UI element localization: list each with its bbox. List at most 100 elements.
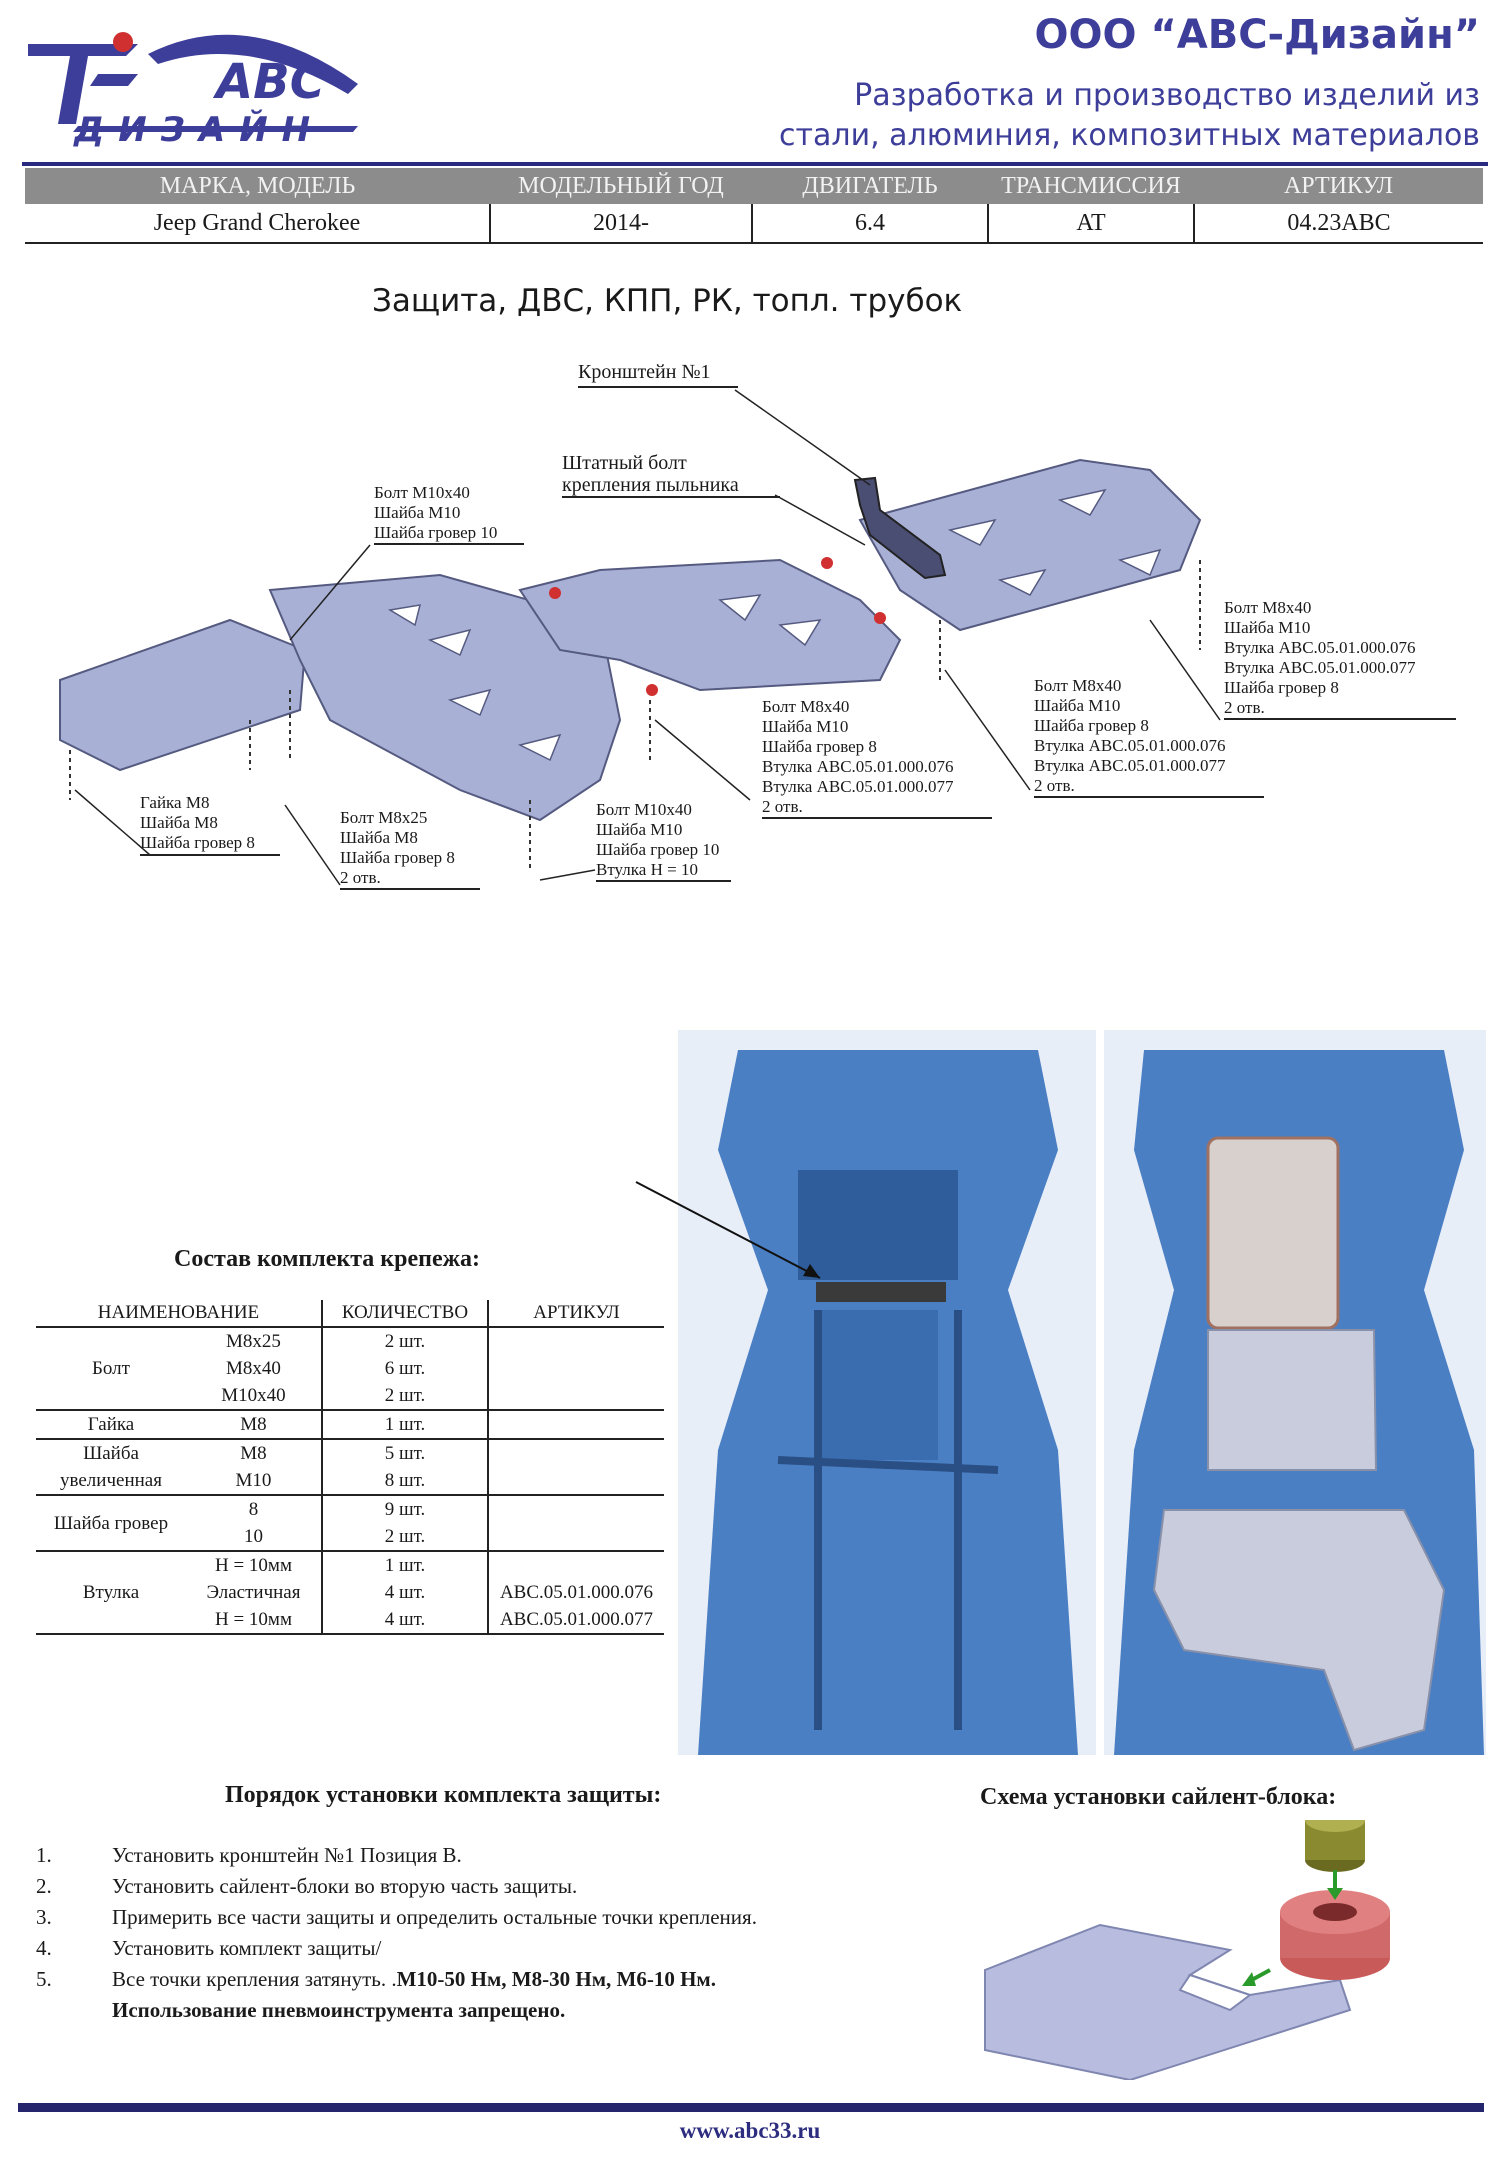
footer-divider: [18, 2103, 1484, 2112]
spec-header: ДВИГАТЕЛЬ: [752, 168, 988, 204]
callout-line: 2 отв.: [340, 868, 381, 887]
footer-url[interactable]: www.abc33.ru: [679, 2118, 821, 2143]
kit-name: Шайба гровер: [36, 1495, 186, 1552]
callout-std-bolt: Штатный болт крепления пыльника: [562, 452, 739, 496]
install-step: 5.Все точки крепления затянуть. . М10-50…: [36, 1964, 757, 1995]
kit-article: [486, 1439, 664, 1467]
callout-line: Шайба М10: [374, 503, 461, 522]
callout-1: Болт М10х40 Шайба М10 Шайба гровер 10: [374, 483, 497, 543]
kit-table: НАИМЕНОВАНИЕ КОЛИЧЕСТВО АРТИКУЛ Болт М8х…: [36, 1300, 664, 1635]
callout-line: Втулка АВС.05.01.000.077: [1034, 756, 1226, 775]
callout-line: Втулка АВС.05.01.000.076: [762, 757, 954, 776]
spec-cell: 04.23ABC: [1193, 204, 1483, 244]
bracket-1-shape: [853, 476, 947, 580]
spec-table: МАРКА, МОДЕЛЬ МОДЕЛЬНЫЙ ГОД ДВИГАТЕЛЬ ТР…: [25, 168, 1483, 244]
skid-plate-part-2: [268, 573, 622, 822]
callout-bracket: Кронштейн №1: [578, 362, 711, 382]
callout-line: Шайба М10: [1034, 696, 1121, 715]
underbody-scan-after: [1104, 1030, 1486, 1755]
spec-cell: 6.4: [751, 204, 988, 244]
callout-7: Болт М8х40 Шайба М10 Втулка АВС.05.01.00…: [1224, 598, 1416, 718]
step-number: 2.: [36, 1874, 52, 1898]
callout-line: Шайба гровер 10: [596, 840, 720, 859]
kit-size: Н = 10мм: [186, 1606, 322, 1635]
kit-qty: 1 шт.: [320, 1410, 488, 1440]
install-title: Порядок установки комплекта защиты:: [225, 1782, 662, 1808]
kit-qty: 6 шт.: [320, 1355, 488, 1382]
kit-qty: 2 шт.: [320, 1382, 488, 1411]
kit-header: НАИМЕНОВАНИЕ: [36, 1300, 322, 1328]
callout-line: Шайба М10: [1224, 618, 1311, 637]
kit-size: М8х25: [226, 1331, 281, 1352]
step-number: 4.: [36, 1936, 52, 1960]
callout-line: Шайба М10: [762, 717, 849, 736]
kit-article: [486, 1523, 664, 1552]
spec-header: ТРАНСМИССИЯ: [988, 168, 1194, 204]
callout-line: Болт М10х40: [374, 483, 470, 502]
spec-header-row: МАРКА, МОДЕЛЬ МОДЕЛЬНЫЙ ГОД ДВИГАТЕЛЬ ТР…: [25, 168, 1483, 204]
step-number: 3.: [36, 1905, 52, 1929]
callout-line: 2 отв.: [1224, 698, 1265, 717]
underbody-scan-before: В: [678, 1030, 1096, 1755]
company-name: ООО “АВС-Дизайн”: [1034, 12, 1480, 58]
pointer-arrow: [635, 1181, 821, 1279]
callout-line: Втулка АВС.05.01.000.076: [1224, 638, 1416, 657]
callout-line: Шайба гровер 8: [340, 848, 455, 867]
install-step: 3. Примерить все части защиты и определит…: [36, 1902, 757, 1933]
kit-row: увеличенная М10 8 шт.: [36, 1467, 664, 1496]
kit-size: Эластичная: [206, 1582, 301, 1603]
callout-line: Шайба гровер 8: [1034, 716, 1149, 735]
kit-header: КОЛИЧЕСТВО: [320, 1300, 488, 1328]
kit-row: Шайба М8 5 шт.: [36, 1439, 664, 1467]
callout-line: Болт М8х40: [1224, 598, 1312, 617]
callout-line: крепления пыльника: [562, 474, 739, 496]
exploded-diagram: [59, 389, 1221, 886]
kit-header: АРТИКУЛ: [486, 1300, 664, 1328]
kit-name: Болт: [36, 1327, 186, 1411]
spec-cell: 2014-: [489, 204, 752, 244]
kit-size: М8х40: [226, 1358, 281, 1379]
underline: [1034, 796, 1264, 798]
kit-row: Гайка М8 1 шт.: [36, 1410, 664, 1440]
kit-article: [486, 1495, 664, 1523]
tagline-line-1: Разработка и производство изделий из: [854, 78, 1480, 113]
logo-text: АВС: [216, 54, 325, 110]
kit-name: Втулка: [36, 1551, 186, 1635]
kit-article: [486, 1327, 664, 1355]
spec-cell: AT: [987, 204, 1194, 244]
callout-line: Шайба М10: [596, 820, 683, 839]
kit-size: М10: [186, 1467, 322, 1496]
kit-qty: 5 шт.: [320, 1439, 488, 1467]
kit-qty: 4 шт.: [320, 1579, 488, 1606]
spec-cell: Jeep Grand Cherokee: [25, 204, 490, 244]
logo-subtext: ДИЗАЙН: [74, 110, 325, 150]
underline: [762, 817, 992, 819]
skid-plate-part-1: [59, 618, 307, 772]
callout-3: Болт М8х25 Шайба М8 Шайба гровер 8 2 отв…: [340, 808, 455, 888]
kit-size: М10х40: [186, 1382, 322, 1411]
skid-plate-part-4: [858, 458, 1202, 632]
kit-size: 8: [248, 1499, 259, 1520]
kit-name: Шайба: [83, 1443, 139, 1464]
install-steps: 1.Установить кронштейн №1 Позиция В. 2.У…: [36, 1840, 757, 2026]
step-number: 5.: [36, 1967, 52, 1991]
step-text: Все точки крепления затянуть. .: [112, 1967, 397, 1991]
kit-qty: 1 шт.: [320, 1551, 488, 1579]
callout-line: Штатный болт: [562, 452, 687, 474]
kit-qty: 8 шт.: [320, 1467, 488, 1496]
spec-header: МАРКА, МОДЕЛЬ: [25, 168, 490, 204]
kit-size: М8: [186, 1410, 322, 1440]
kit-article: [486, 1551, 664, 1579]
kit-size: М8: [240, 1443, 267, 1464]
step-text: Примерить все части защиты и определить …: [112, 1905, 757, 1929]
kit-article: АВС.05.01.000.077: [486, 1606, 664, 1635]
kit-row: Шайба гровер 8 9 шт.: [36, 1495, 664, 1552]
callout-line: Болт М8х25: [340, 808, 428, 827]
kit-qty: 4 шт.: [320, 1606, 488, 1635]
spec-row: Jeep Grand Cherokee 2014- 6.4 AT 04.23AB…: [25, 204, 1483, 244]
kit-article: [486, 1382, 664, 1411]
install-step: 4.Установить комплект защиты/: [36, 1933, 757, 1964]
kit-qty: 9 шт.: [320, 1495, 488, 1523]
underline: [1224, 718, 1456, 720]
kit-row: Эластичная 4 шт. АВС.05.01.000.076: [36, 1579, 664, 1606]
